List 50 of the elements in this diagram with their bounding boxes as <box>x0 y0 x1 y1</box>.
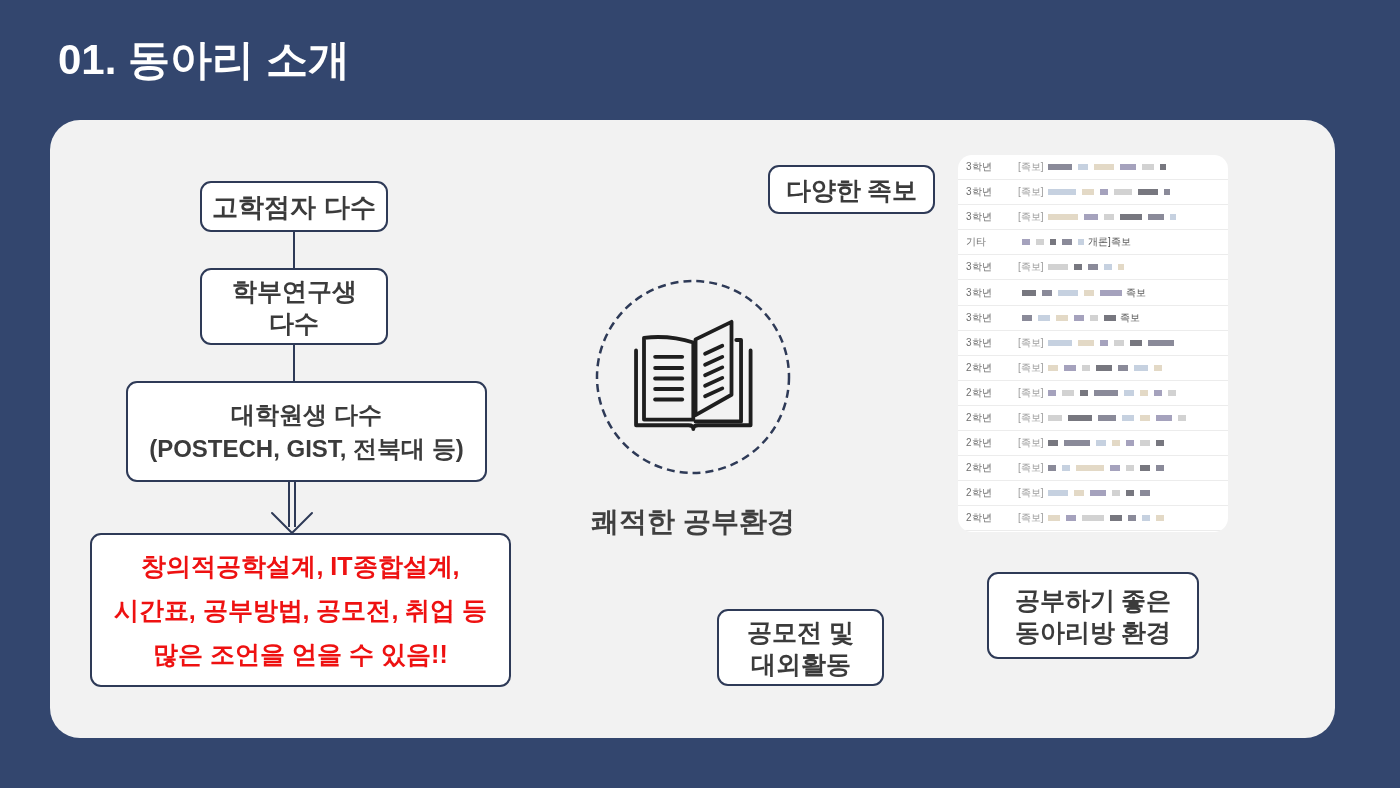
rounded-box <box>90 533 511 687</box>
rounded-box <box>200 268 388 345</box>
rounded-box <box>126 381 487 482</box>
box-text: 다양한 족보 <box>785 174 918 206</box>
circle-caption: 쾌적한 공부환경 <box>590 505 796 539</box>
grade-label: 2학년 <box>966 511 993 526</box>
box-text: 창의적공학설계, IT종합설계, 시간표, 공부방법, 공모전, 취업 등 많은 조언을 얻을 수 있음!! <box>112 551 489 670</box>
tag-label: [족보] <box>1018 486 1044 501</box>
grade-label: 3학년 <box>966 260 993 275</box>
connector-line <box>293 231 295 269</box>
box-text: 학부연구생 다수 <box>230 275 358 339</box>
box-text: (POSTECH, GIST, 전북대 등) <box>149 433 464 464</box>
rounded-box <box>200 181 388 232</box>
tag-label: [족보] <box>1018 411 1044 426</box>
box-text: 대학원생 다수 <box>231 399 382 430</box>
tag-label: [족보] <box>1018 436 1044 451</box>
tag-label: [족보] <box>1018 461 1044 476</box>
grade-label: 3학년 <box>966 335 993 350</box>
arrow <box>271 481 313 534</box>
grade-label: 3학년 <box>966 160 993 175</box>
grade-label: 3학년 <box>966 185 993 200</box>
connector-line <box>293 344 295 382</box>
rounded-box <box>717 609 884 686</box>
title-label: 족보 <box>1120 310 1140 325</box>
grade-label: 3학년 <box>966 285 993 300</box>
tag-label: [족보] <box>1018 160 1044 175</box>
slide-title: 01. 동아리 소개 <box>58 35 350 85</box>
tag-label: [족보] <box>1018 185 1044 200</box>
grade-label: 2학년 <box>966 411 993 426</box>
tag-label: [족보] <box>1018 210 1044 225</box>
title-label: 개론]족보 <box>1088 235 1131 250</box>
grade-label: 2학년 <box>966 461 993 476</box>
grade-label: 2학년 <box>966 360 993 375</box>
tag-label: [족보] <box>1018 335 1044 350</box>
grade-label: 기타 <box>966 235 987 250</box>
tag-label: [족보] <box>1018 385 1044 400</box>
box-text: 공부하기 좋은 동아리방 환경 <box>1013 584 1173 648</box>
box-text: 고학점자 다수 <box>212 190 376 223</box>
grade-label: 2학년 <box>966 436 993 451</box>
title-label: 족보 <box>1126 285 1146 300</box>
grade-label: 2학년 <box>966 385 993 400</box>
rounded-box <box>987 572 1199 659</box>
box-text: 공모전 및 대외활동 <box>746 616 855 680</box>
grade-label: 3학년 <box>966 210 993 225</box>
tag-label: [족보] <box>1018 360 1044 375</box>
grade-label: 3학년 <box>966 310 993 325</box>
tag-label: [족보] <box>1018 260 1044 275</box>
grade-label: 2학년 <box>966 486 993 501</box>
rounded-box <box>768 165 935 214</box>
tag-label: [족보] <box>1018 511 1044 526</box>
